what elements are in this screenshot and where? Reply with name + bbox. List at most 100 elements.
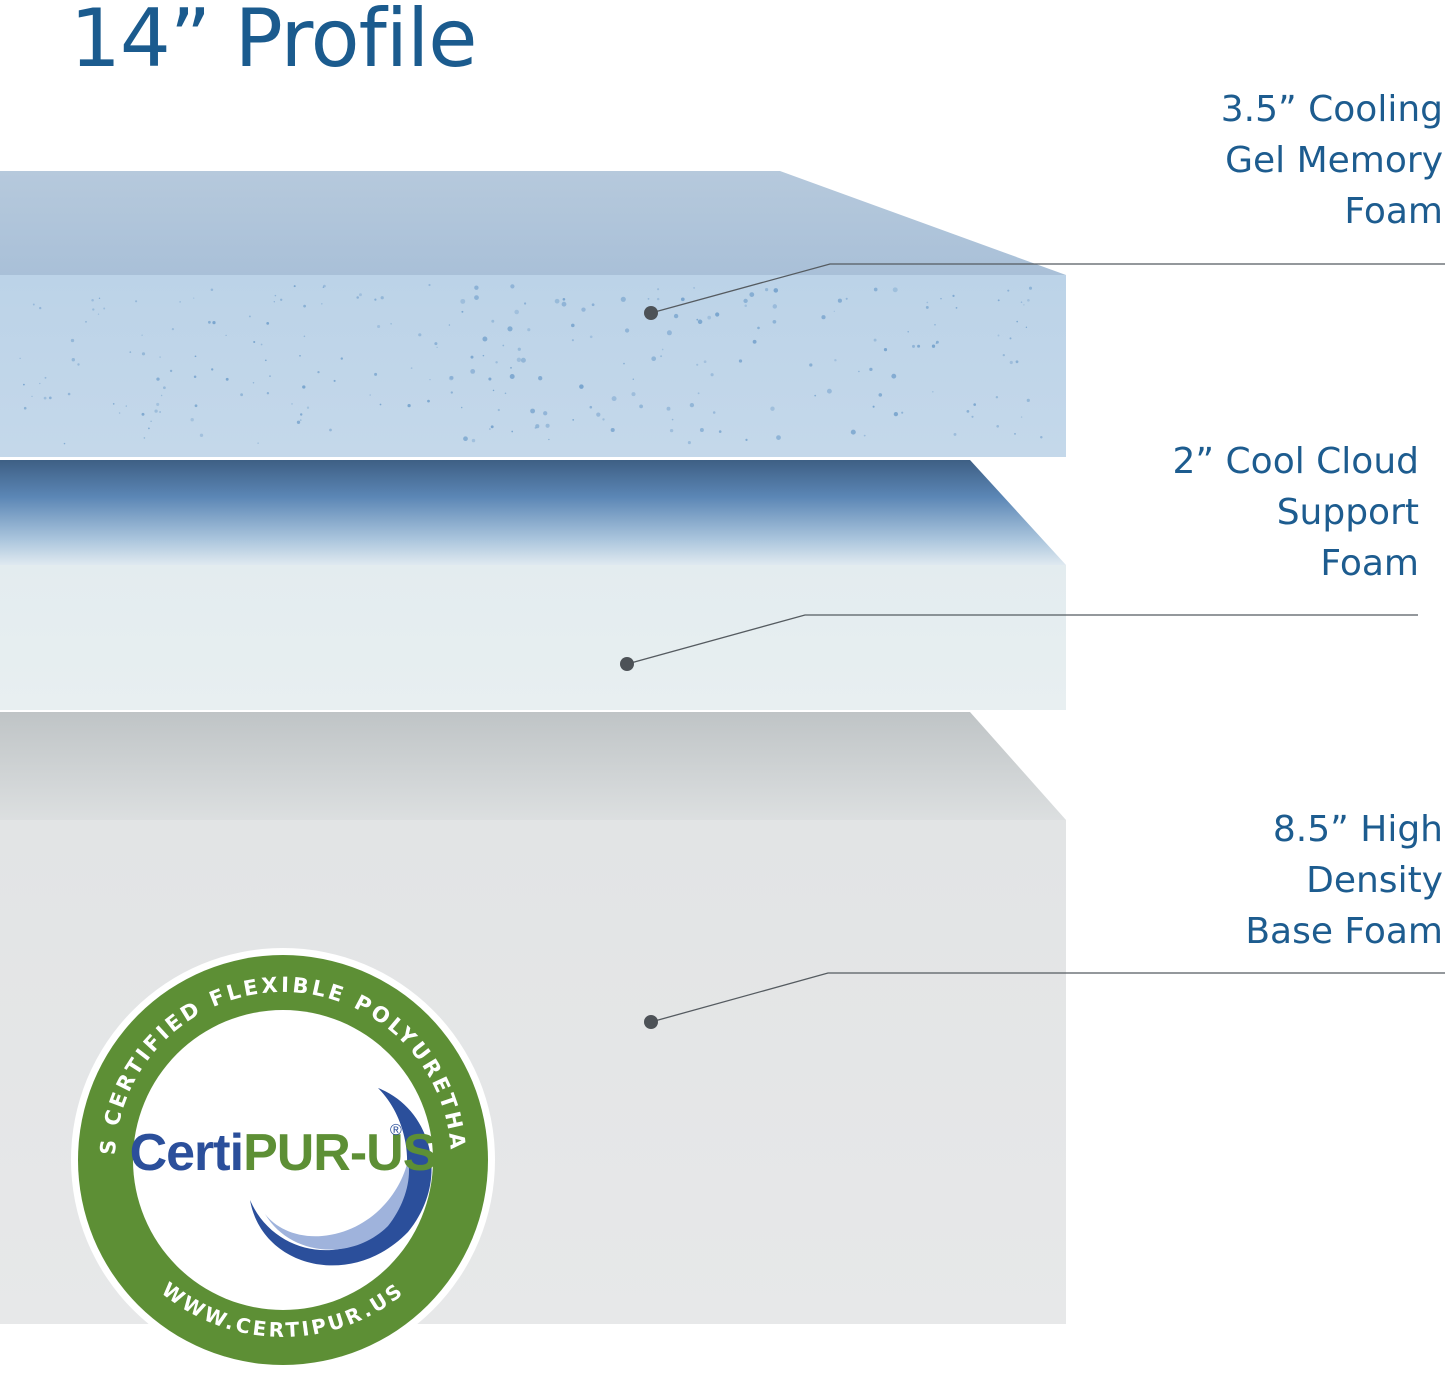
gel-speckle [507,326,513,332]
gel-speckle [448,375,454,381]
gel-speckle [118,412,121,414]
gel-speckle [925,305,929,309]
gel-speckle [179,301,181,303]
gel-speckle [931,344,936,348]
gel-speckle [482,336,488,342]
gel-foam-label-line: Gel Memory [1225,140,1443,181]
gel-speckle [712,411,716,414]
gel-foam-top-surface [0,171,1066,275]
gel-speckle [548,438,550,441]
gel-speckle [143,437,146,439]
gel-speckle [299,355,301,357]
gel-speckle [129,351,132,353]
gel-speckle [410,367,413,369]
gel-speckle [429,379,431,381]
base-foam-label-line: 8.5” High [1272,809,1443,850]
gel-speckle [511,430,514,433]
gel-speckle [738,359,743,363]
gel-speckle [770,406,775,411]
gel-speckle [883,348,888,352]
gel-speckle [489,428,491,430]
gel-speckle [516,357,522,362]
gel-speckle [589,405,593,409]
callout-base-foam [644,972,1445,1029]
gel-speckle [141,352,146,356]
gel-speckle [67,392,71,396]
gel-speckle [917,344,921,348]
gel-speckle [212,321,216,325]
gel-speckle [623,362,625,365]
gel-speckle [892,287,898,293]
gel-speckle [266,322,270,325]
gel-speckle [926,301,929,304]
gel-speckle [997,299,1000,302]
gel-speckle [620,296,626,302]
gel-speckle [299,413,303,416]
gel-speckle [561,301,567,307]
gel-speckle [141,412,145,416]
gel-speckle [579,384,584,389]
support-foam-label-line: Foam [1320,543,1419,584]
gel-speckle [48,396,52,400]
gel-speckle [863,434,866,437]
gel-speckle [1002,353,1005,357]
gel-speckle [718,430,722,433]
gel-speckle [492,389,495,392]
gel-speckle [199,433,204,437]
gel-speckle [474,295,479,300]
gel-speckle [491,319,495,323]
gel-speckle [303,335,306,338]
gel-speckle [374,298,377,301]
gel-speckle [632,378,635,380]
gel-speckle [190,418,194,422]
gel-speckle [460,406,463,409]
gel-speckle [660,355,663,358]
gel-speckle [955,307,958,309]
gel-speckle [377,324,381,329]
gel-speckle [482,354,485,357]
gel-speckle [450,391,453,394]
gel-speckle [470,368,476,374]
support-foam-label: 2” Cool Cloud Support Foam [1173,436,1419,589]
gel-speckle [661,348,664,351]
gel-speckle [647,298,650,300]
gel-speckle [624,328,630,333]
gel-speckle [826,388,832,394]
gel-speckle [996,424,1000,428]
gel-speckle [639,404,644,409]
gel-speckle [562,297,566,301]
gel-speckle [845,297,848,300]
gel-speckle [707,315,712,320]
support-foam-front [0,565,1066,710]
gel-speckle [156,402,160,406]
gel-speckle [156,377,160,381]
gel-speckle [680,297,685,302]
support-foam-label-line: 2” Cool Cloud [1172,441,1419,482]
gel-speckle [490,425,494,429]
gel-speckle [390,323,392,325]
gel-speckle [260,343,263,346]
gel-speckle [878,393,883,397]
gel-speckle [23,406,27,410]
gel-speckle [85,320,87,323]
gel-speckle [207,320,211,324]
gel-speckle [602,418,605,421]
gel-speckle [696,363,699,366]
gel-speckle [940,297,942,300]
gel-speckle [280,298,283,301]
gel-speckle [436,346,438,349]
gel-speckle [266,392,270,395]
svg-text:CertiPUR-US: CertiPUR-US [130,1124,437,1182]
gel-speckle [112,403,115,405]
gel-speckle [333,379,336,382]
gel-speckle [470,355,474,359]
gel-speckle [163,386,166,390]
gel-speckle [495,361,498,364]
gel-speckle [374,372,378,376]
gel-speckle [302,385,306,389]
base-foam-top-surface [0,712,1066,820]
gel-speckle [329,428,332,432]
gel-speckle [971,415,974,418]
gel-speckle [554,298,560,304]
